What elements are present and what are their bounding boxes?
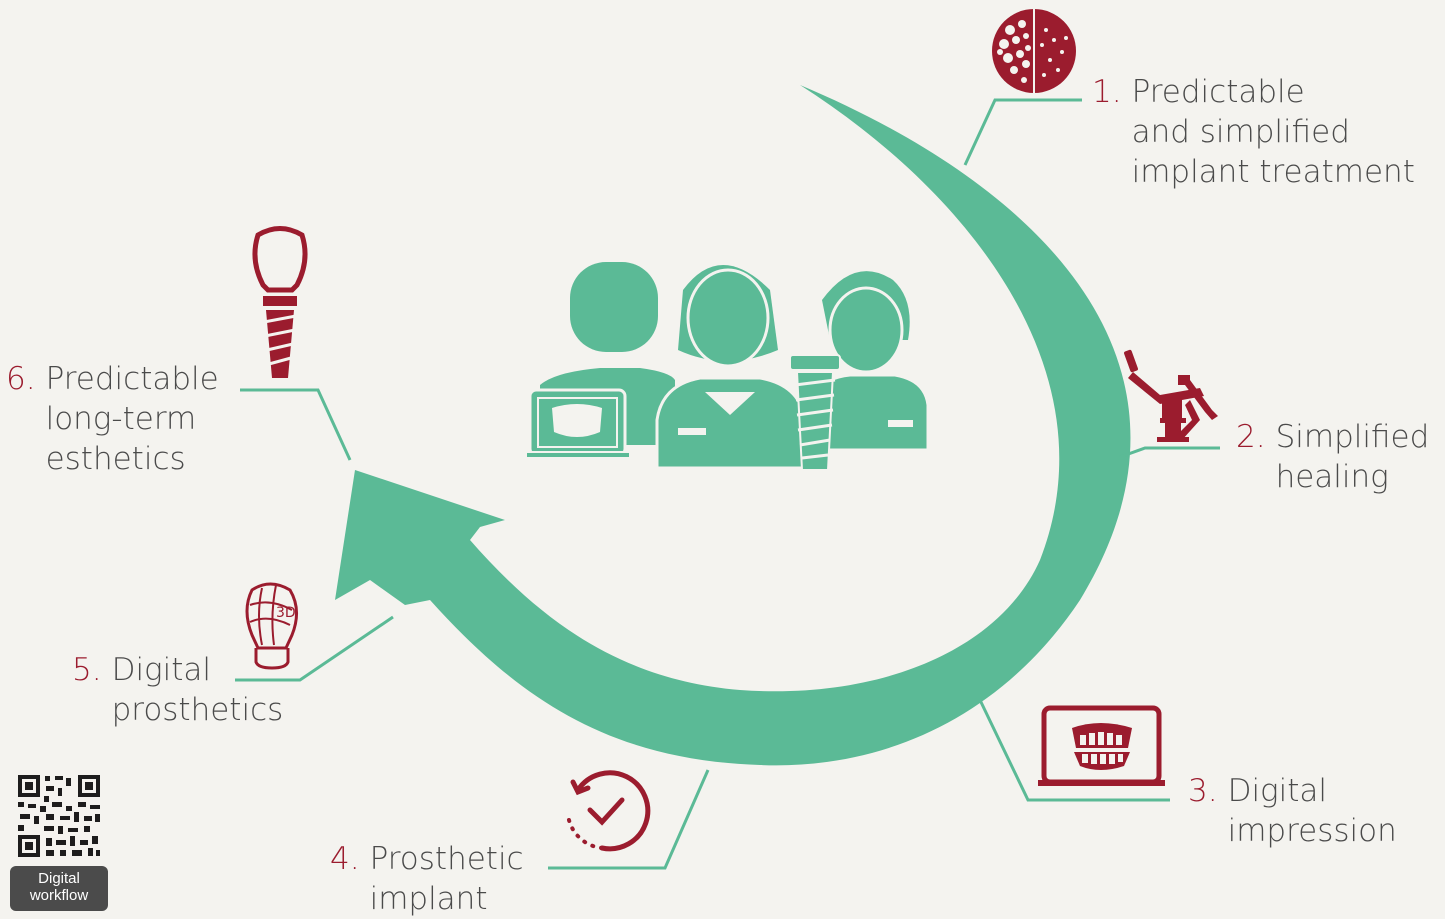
step-2: 2. Simplified healing <box>1236 417 1429 497</box>
step-5-number: 5. <box>72 652 102 688</box>
step-6-number: 6. <box>6 361 36 397</box>
step-5-line-2: prosthetics <box>111 692 284 728</box>
step-1-line-1: Predictable <box>1131 74 1305 110</box>
3d-crown-icon: 3D <box>245 582 298 670</box>
step-2-number: 2. <box>1236 419 1266 455</box>
step-3-number: 3. <box>1188 773 1218 809</box>
step-1-number: 1. <box>1092 74 1122 110</box>
leader-line-5 <box>235 615 394 682</box>
leader-lines <box>235 98 1220 870</box>
step-6: 6. Predictable long-term esthetics <box>6 359 219 479</box>
qr-label-badge[interactable]: Digital workflow <box>10 866 108 911</box>
step-4-number: 4. <box>330 841 360 877</box>
step-1-line-3: implant treatment <box>1131 154 1415 190</box>
bone-structure-icon <box>992 9 1076 93</box>
step-1: 1. Predictable and simplified implant tr… <box>1092 72 1415 192</box>
qr-label-line-1: Digital <box>38 870 80 887</box>
svg-text:3D: 3D <box>276 605 296 621</box>
step-2-line-2: healing <box>1275 459 1389 495</box>
dental-chair-icon <box>1124 349 1218 442</box>
step-6-line-2: long-term <box>45 401 197 437</box>
step-4-line-2: implant <box>369 881 488 917</box>
dental-team-icon <box>525 262 930 471</box>
step-3-line-2: impression <box>1227 813 1397 849</box>
step-6-line-3: esthetics <box>45 441 186 477</box>
step-3: 3. Digital impression <box>1188 771 1397 851</box>
step-5-line-1: Digital <box>111 652 212 688</box>
implant-crown-icon <box>252 226 308 378</box>
qr-label-line-2: workflow <box>29 887 89 904</box>
step-4-line-1: Prosthetic <box>369 841 524 877</box>
step-2-line-1: Simplified <box>1275 419 1430 455</box>
leader-line-4 <box>548 769 710 870</box>
step-5: 5. Digital prosthetics <box>72 650 283 730</box>
step-3-line-1: Digital <box>1227 773 1328 809</box>
leader-line-1 <box>963 98 1082 166</box>
leader-line-2 <box>1119 446 1220 459</box>
leader-line-6 <box>240 388 352 461</box>
step-1-line-2: and simplified <box>1131 114 1350 150</box>
laptop-teeth-scan-icon <box>1038 705 1165 786</box>
step-6-line-1: Predictable <box>45 361 219 397</box>
qr-code[interactable] <box>18 775 100 857</box>
leader-line-3 <box>978 699 1170 802</box>
step-4: 4. Prosthetic implant <box>330 839 524 919</box>
timer-check-icon <box>566 770 651 852</box>
